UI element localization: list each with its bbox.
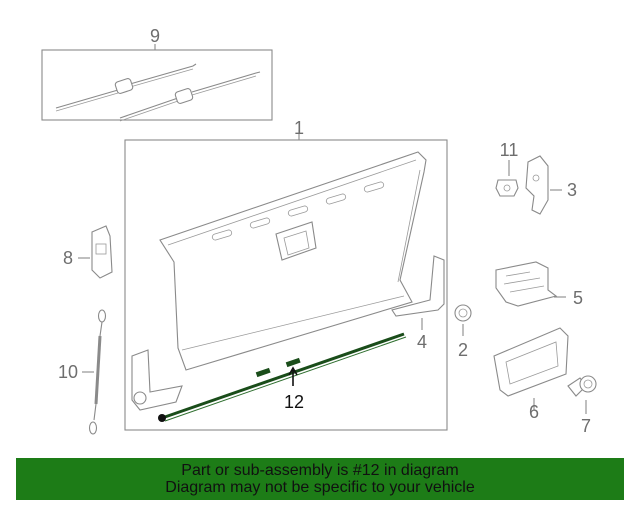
callout-7: 7 [581, 416, 591, 436]
callout-4: 4 [417, 332, 427, 352]
callout-10: 10 [58, 362, 78, 382]
part-6-handle-bezel[interactable] [493, 327, 569, 410]
callout-3: 3 [567, 180, 577, 200]
callout-9: 9 [150, 26, 160, 46]
banner-line-2: Diagram may not be specific to your vehi… [165, 479, 475, 496]
part-3-hinge[interactable] [525, 155, 562, 215]
part-12-rod[interactable] [158, 332, 407, 422]
callout-11: 11 [500, 140, 519, 160]
part-1-tailgate[interactable] [124, 130, 448, 431]
callout-2: 2 [458, 340, 468, 360]
callout-6: 6 [529, 402, 539, 422]
banner-line-1: Part or sub-assembly is #12 in diagram [181, 462, 459, 479]
part-2-bushing[interactable] [454, 304, 472, 336]
part-11-nut[interactable] [495, 160, 519, 197]
info-banner: Part or sub-assembly is #12 in diagram D… [16, 458, 624, 500]
part-5-latch[interactable] [495, 261, 566, 307]
part-7-lock-cylinder[interactable] [567, 375, 597, 414]
part-10-support-cable[interactable] [82, 309, 107, 435]
callout-12: 12 [284, 392, 304, 412]
part-8-latch-plate[interactable] [78, 225, 113, 279]
callout-1: 1 [294, 118, 304, 138]
part-4-bracket[interactable] [391, 255, 445, 330]
part-9-cable-assembly[interactable] [41, 44, 273, 122]
callout-8: 8 [63, 248, 73, 268]
callout-5: 5 [573, 288, 583, 308]
